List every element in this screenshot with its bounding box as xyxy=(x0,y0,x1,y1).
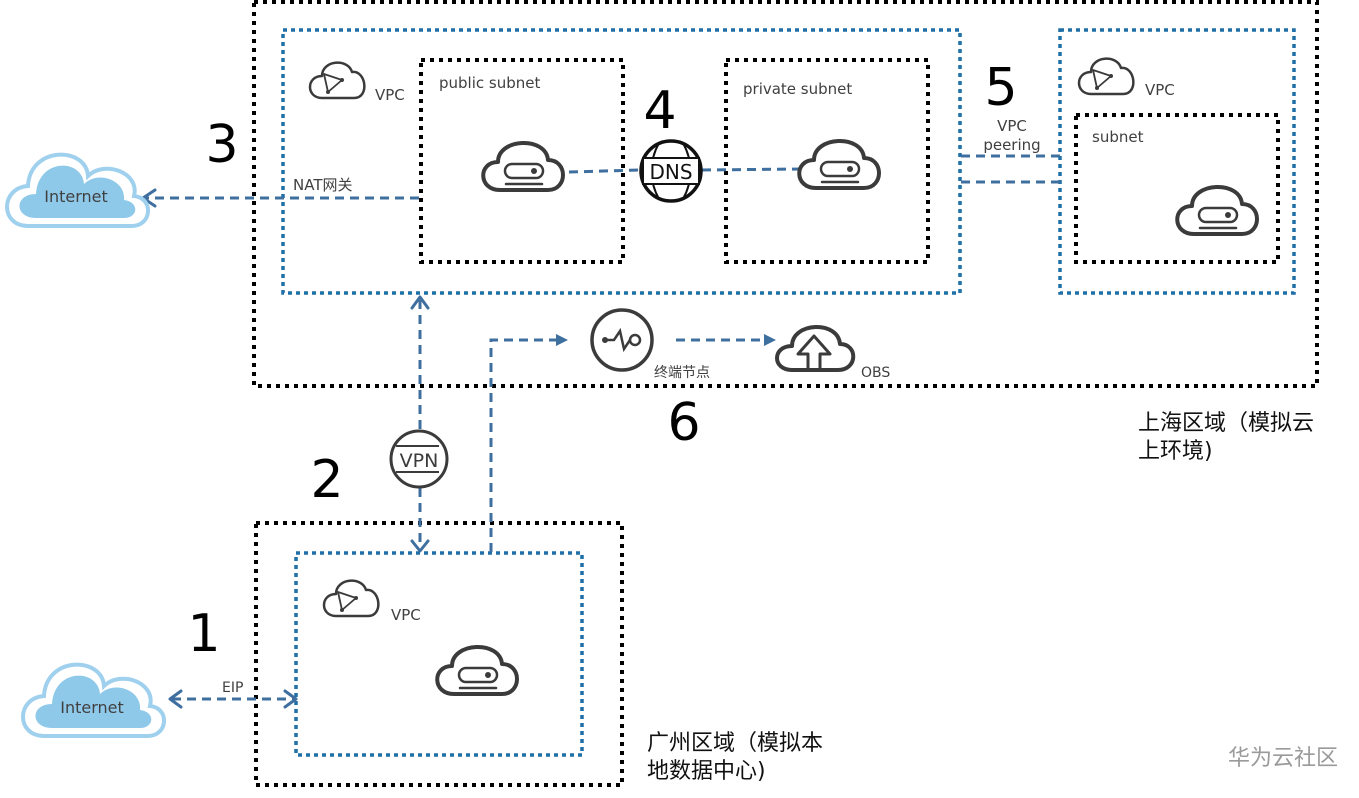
guangzhou-region-boundary xyxy=(254,521,624,787)
obs-upload-cloud-icon xyxy=(775,325,856,372)
guangzhou-vpc-box xyxy=(294,551,584,757)
step-number-5: 5 xyxy=(984,58,1017,118)
guangzhou-region-label-line1: 广州区域（模拟本 xyxy=(647,731,823,756)
vpn-link xyxy=(410,295,430,553)
guangzhou-region-label-line2: 地数据中心) xyxy=(647,759,766,784)
endpoint-label: 终端节点 xyxy=(654,365,710,381)
guangzhou-vpc-label: VPC xyxy=(391,606,421,624)
arrow-right-icon xyxy=(556,334,568,346)
shanghai-region-boundary xyxy=(252,0,1319,388)
arrow-right-icon xyxy=(764,334,776,346)
vpc-icon xyxy=(322,579,380,618)
nat-gateway-label: NAT网关 xyxy=(293,176,352,194)
public-subnet-label: public subnet xyxy=(439,74,540,92)
peering-label-line1: VPC xyxy=(997,117,1027,135)
nat-gateway-link xyxy=(141,188,419,208)
ecs-server-icon xyxy=(1175,184,1259,236)
ecs-server-icon xyxy=(481,140,565,192)
vpc-icon xyxy=(308,61,366,100)
internet-top-label: Internet xyxy=(44,187,108,206)
step-number-6: 6 xyxy=(667,393,700,453)
private-subnet-box xyxy=(724,58,930,264)
dns-globe-icon: DNS xyxy=(641,141,703,201)
arrow-right-icon xyxy=(283,689,298,709)
vpn-label: VPN xyxy=(400,450,439,472)
ecs-server-icon xyxy=(797,138,881,190)
shanghai-main-vpc-box xyxy=(281,28,962,295)
eip-link xyxy=(168,689,298,709)
eip-label: EIP xyxy=(222,680,243,696)
arrow-left-icon xyxy=(168,689,183,709)
vpc-peering-link xyxy=(961,154,1060,184)
vpn-gateway-icon: VPN xyxy=(389,429,449,489)
endpoint-node-icon xyxy=(590,308,654,372)
public-subnet-box xyxy=(419,58,625,264)
obs-label: OBS xyxy=(861,365,890,381)
watermark: 华为云社区 xyxy=(1228,746,1338,771)
vpc-icon xyxy=(1077,57,1135,96)
peering-label-line2: peering xyxy=(983,136,1040,154)
main-vpc-label: VPC xyxy=(375,86,405,104)
shanghai-region-label-line2: 上环境) xyxy=(1138,439,1213,464)
peer-vpc-label: VPC xyxy=(1145,81,1175,99)
private-subnet-label: private subnet xyxy=(743,80,852,98)
obs-link xyxy=(676,334,776,346)
dns-label: DNS xyxy=(649,160,692,184)
arrow-down-icon xyxy=(410,539,430,553)
ecs-server-icon xyxy=(435,644,519,696)
dns-link xyxy=(568,167,803,174)
shanghai-region-label-line1: 上海区域（模拟云 xyxy=(1138,411,1314,436)
peer-subnet-box xyxy=(1074,113,1280,264)
internet-bottom-label: Internet xyxy=(60,698,124,717)
peer-subnet-label: subnet xyxy=(1092,128,1144,146)
step-number-3: 3 xyxy=(205,115,238,175)
arrow-up-icon xyxy=(410,295,430,310)
shanghai-peer-vpc-box xyxy=(1058,28,1296,295)
step-number-4: 4 xyxy=(643,81,676,141)
step-number-2: 2 xyxy=(310,450,343,510)
endpoint-link xyxy=(489,334,568,552)
step-number-1: 1 xyxy=(187,604,220,664)
